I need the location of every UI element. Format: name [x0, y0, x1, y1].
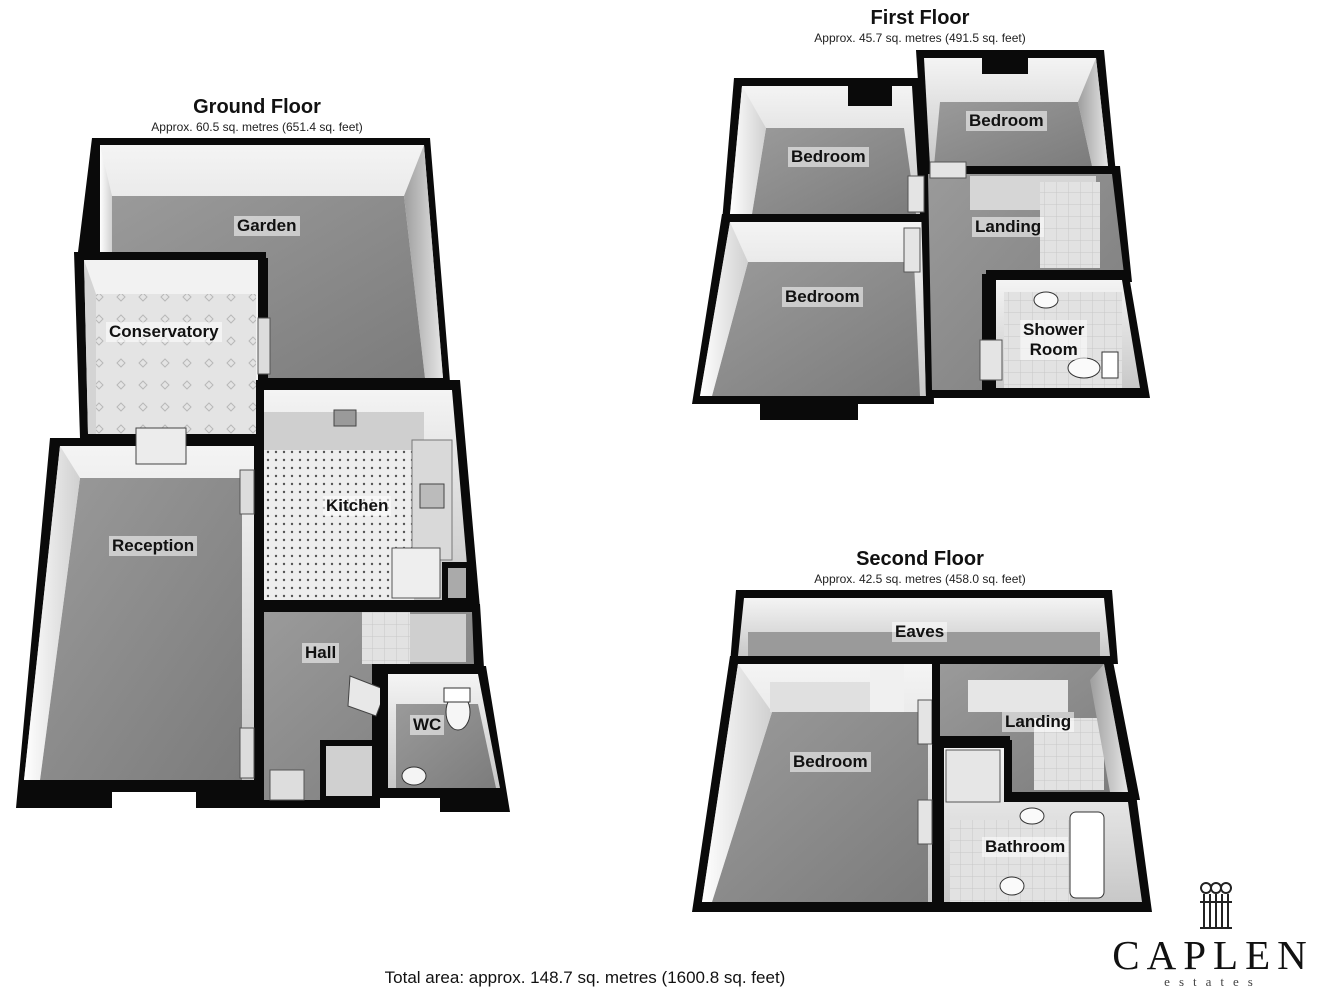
first-bedroom-large-area	[692, 214, 934, 420]
keys-crest-icon	[1200, 882, 1232, 929]
second-bedroom-area	[692, 656, 940, 912]
room-label-reception: Reception	[109, 536, 198, 556]
second-floor-area: Approx. 42.5 sq. metres (458.0 sq. feet)	[814, 572, 1026, 586]
conservatory-area	[74, 252, 271, 438]
wc-area	[380, 666, 510, 812]
brand-logo-tagline: estates	[1164, 974, 1262, 989]
eaves-area	[730, 590, 1118, 664]
ground-floor-area: Approx. 60.5 sq. metres (651.4 sq. feet)	[151, 120, 363, 134]
garden-area	[78, 138, 450, 382]
room-label-second-bedroom: Bedroom	[790, 752, 871, 772]
room-label-first-bedroom-large: Bedroom	[782, 287, 863, 307]
room-label-shower-room: Shower Room	[1020, 320, 1088, 360]
room-label-bathroom: Bathroom	[982, 837, 1069, 857]
ground-floor-title: Ground Floor	[193, 96, 321, 118]
room-label-eaves: Eaves	[892, 622, 948, 642]
room-label-garden: Garden	[234, 216, 300, 236]
room-label-first-landing: Landing	[972, 217, 1045, 237]
room-label-first-bedroom-left: Bedroom	[788, 147, 869, 167]
first-floor-title: First Floor	[870, 7, 970, 29]
room-label-second-landing: Landing	[1002, 712, 1075, 732]
room-label-wc: WC	[410, 715, 445, 735]
brand-logo-name: CAPLEN	[1112, 932, 1314, 978]
room-label-first-bedroom-right: Bedroom	[966, 111, 1047, 131]
second-floor-title: Second Floor	[856, 548, 984, 570]
first-floor-area: Approx. 45.7 sq. metres (491.5 sq. feet)	[814, 31, 1026, 45]
bathroom-area	[936, 740, 1152, 912]
room-label-hall: Hall	[302, 643, 340, 663]
room-label-conservatory: Conservatory	[106, 322, 222, 342]
first-floor-plan	[692, 50, 1150, 420]
room-label-kitchen: Kitchen	[323, 496, 392, 516]
reception-area	[16, 427, 262, 808]
total-area: Total area: approx. 148.7 sq. metres (16…	[384, 968, 786, 987]
kitchen-area	[256, 380, 480, 608]
ground-floor-plan	[16, 138, 510, 812]
